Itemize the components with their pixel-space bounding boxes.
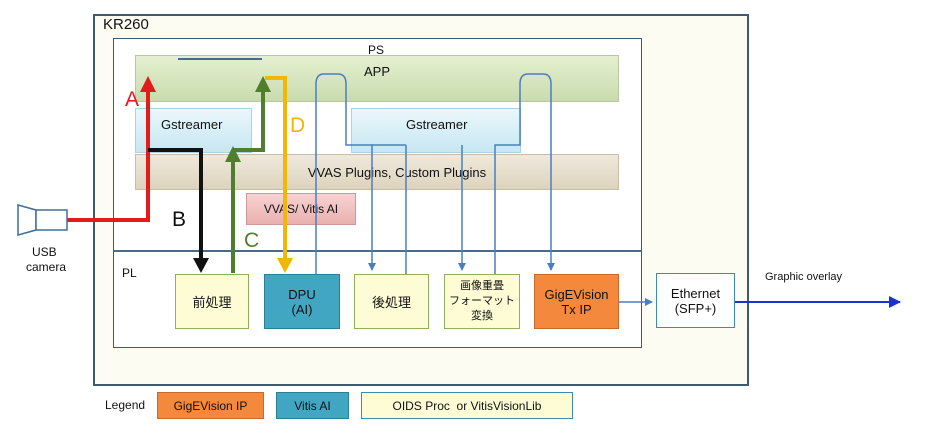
gige-label-line1: GigEVision <box>544 286 609 302</box>
path-a-arrow <box>67 76 156 222</box>
path-c-label: C <box>244 229 260 252</box>
path-d-label: D <box>290 114 306 137</box>
ethernet-label-line2: (SFP+) <box>674 300 717 316</box>
camera-label-line1: USB <box>32 245 57 259</box>
gige-label-line2: Tx IP <box>561 301 592 317</box>
vvas-plugins-layer: VVAS Plugins, Custom Plugins <box>135 154 619 190</box>
gstreamer-left-label: Gstreamer <box>161 117 223 132</box>
path-c-arrow <box>225 76 271 273</box>
legend-oids-label: OIDS Proc or VitisVisionLib <box>392 398 542 413</box>
legend-vitis-swatch: Vitis AI <box>276 392 349 419</box>
legend-oids-swatch: OIDS Proc or VitisVisionLib <box>361 392 573 419</box>
legend-vitis-label: Vitis AI <box>294 398 331 413</box>
vvas-vitis-ai-box: VVAS/ Vitis AI <box>246 193 356 225</box>
board-label: KR260 <box>103 16 149 33</box>
output-label: Graphic overlay <box>765 271 843 283</box>
legend-title: Legend <box>105 398 146 412</box>
path-a-label: A <box>125 88 140 111</box>
ethernet-label-line1: Ethernet <box>670 285 721 301</box>
preprocess-block: 前処理 <box>175 274 249 329</box>
gstreamer-left-box: Gstreamer <box>135 108 252 153</box>
gstreamer-right-label: Gstreamer <box>406 117 468 132</box>
path-d-arrow <box>265 76 293 273</box>
app-label: APP <box>363 64 390 79</box>
path-b-arrow <box>148 148 209 273</box>
plugins-label: VVAS Plugins, Custom Plugins <box>307 164 487 180</box>
path-b-label: B <box>172 208 187 231</box>
preprocess-label: 前処理 <box>192 295 232 310</box>
pl-label: PL <box>122 266 137 280</box>
ps-label: PS <box>368 43 385 57</box>
postprocess-label: 後処理 <box>371 295 411 310</box>
vitis-box-label: VVAS/ Vitis AI <box>263 202 339 216</box>
camera-label-line2: camera <box>26 260 67 274</box>
app-top-line <box>178 58 262 60</box>
overlay-label-line2: フォーマット <box>449 295 515 307</box>
dpu-label-line1: DPU <box>288 286 316 302</box>
postprocess-block: 後処理 <box>354 274 429 329</box>
dpu-block: DPU (AI) <box>264 274 340 329</box>
usb-camera-icon <box>17 204 68 236</box>
legend-gige-swatch: GigEVision IP <box>157 392 264 419</box>
overlay-label-line3: 変換 <box>471 310 493 322</box>
dpu-label-line2: (AI) <box>291 301 313 317</box>
app-layer: APP <box>135 55 619 102</box>
gigevision-tx-block: GigEVision Tx IP <box>534 274 619 329</box>
overlay-format-block: 画像重畳 フォーマット 変換 <box>444 274 520 329</box>
ethernet-block: Ethernet (SFP+) <box>656 273 735 328</box>
legend-gige-label: GigEVision IP <box>173 398 248 413</box>
overlay-label-line1: 画像重畳 <box>460 280 504 292</box>
